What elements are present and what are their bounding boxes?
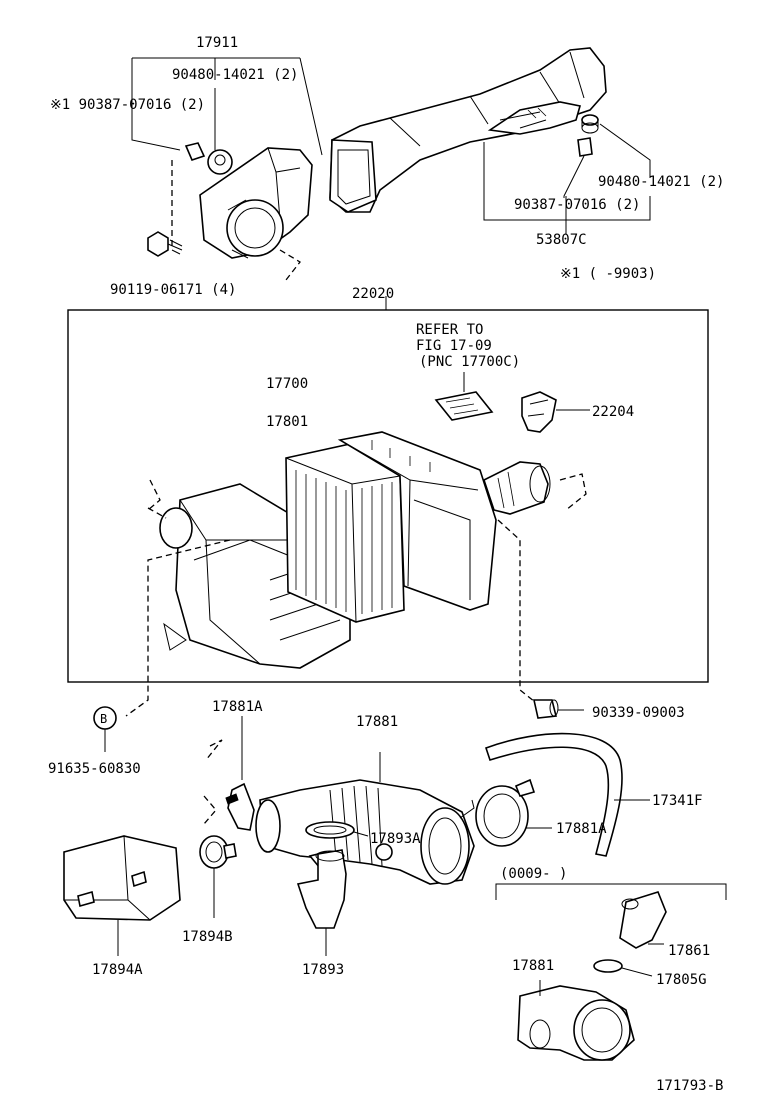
air-hose-17881-inset (517, 980, 635, 1061)
label-17881A-right: 17881A (556, 821, 607, 837)
label-90480-left: 90480-14021 (2) (172, 67, 298, 83)
label-17805G: 17805G (656, 972, 707, 988)
label-refer-pnc: (PNC 17700C) (419, 354, 520, 370)
group-air-duct (329, 47, 651, 234)
label-17881-inset: 17881 (512, 958, 554, 974)
label-90387-right: 90387-07016 (2) (514, 197, 640, 213)
clamp-17893A (305, 821, 369, 839)
collar-90387-right-icon (563, 137, 593, 198)
label-17893: 17893 (302, 962, 344, 978)
clamp-17894B (199, 835, 237, 918)
air-hose-17881 (255, 752, 475, 885)
part-17861-icon (619, 891, 667, 949)
grommet-90480-right-icon (581, 114, 651, 178)
clamp-17881A-left (203, 716, 255, 831)
collar-90387-icon (171, 142, 206, 250)
label-90480-right: 90480-14021 (2) (598, 174, 724, 190)
group-17911 (131, 57, 323, 281)
label-17700: 17700 (266, 376, 308, 392)
label-refer-to: REFER TO (416, 322, 483, 338)
hose-17341F (484, 732, 650, 857)
bolt-90119-icon (147, 231, 183, 257)
label-90119: 90119-06171 (4) (110, 282, 236, 298)
label-22020: 22020 (352, 286, 394, 302)
label-91635: 91635-60830 (48, 761, 141, 777)
label-17894A: 17894A (92, 962, 143, 978)
resonator-17894A (63, 835, 181, 956)
label-17894B: 17894B (182, 929, 233, 945)
label-note1: ※1 ( -9903) (560, 266, 656, 282)
pin-90339-icon (533, 699, 584, 719)
label-range: (0009- ) (500, 866, 567, 882)
label-17911: 17911 (196, 35, 238, 51)
label-90387-left: ※1 90387-07016 (2) (50, 97, 205, 113)
air-cleaner-case (147, 431, 587, 669)
assembly-box-22020 (67, 309, 709, 683)
sensor-22204-icon (521, 391, 590, 433)
label-90339: 90339-09003 (592, 705, 685, 721)
inset-0009 (495, 883, 727, 1061)
hose-17893 (296, 849, 347, 956)
clamp-17805G-icon (593, 959, 653, 977)
labels: 17911 90480-14021 (2) ※1 90387-07016 (2)… (48, 35, 724, 1094)
label-circle-b: B (100, 712, 107, 726)
label-figure-id: 171793-B (656, 1078, 723, 1094)
label-17893A: 17893A (370, 831, 421, 847)
label-17341F: 17341F (652, 793, 703, 809)
resonator-17911 (199, 147, 313, 281)
refer-label-tag (434, 372, 494, 421)
label-22204: 22204 (592, 404, 634, 420)
label-17881A-top: 17881A (212, 699, 263, 715)
circle-b-marker (93, 706, 117, 752)
clamp-17881A-right (475, 778, 552, 847)
label-17861: 17861 (668, 943, 710, 959)
label-53807C: 53807C (536, 232, 587, 248)
label-refer-fig: FIG 17-09 (416, 338, 492, 354)
label-17881-main: 17881 (356, 714, 398, 730)
grommet-90480-icon (207, 88, 233, 175)
label-17801: 17801 (266, 414, 308, 430)
